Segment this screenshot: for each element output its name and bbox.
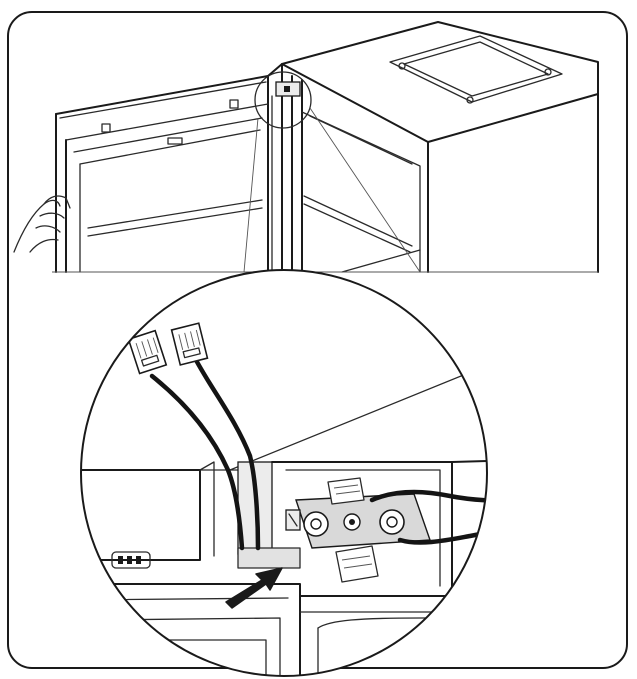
left-door	[55, 75, 269, 273]
detail-view	[81, 270, 487, 676]
wire-tag-lower	[335, 545, 379, 583]
top-hinge-plate	[389, 35, 563, 104]
wire-right-upper	[369, 489, 487, 504]
arrow-icon	[225, 567, 283, 609]
hand-icon	[13, 195, 71, 253]
cabinet-top-front-edge	[281, 63, 599, 143]
wire-right-lower	[397, 527, 487, 545]
wire-middle	[193, 357, 261, 551]
zoom-line-left	[243, 117, 259, 273]
zoom-line-right	[309, 107, 421, 273]
screw-3	[379, 509, 405, 535]
detail-circle-outline	[80, 269, 488, 677]
screw-1	[303, 511, 329, 537]
wire-tag-upper	[327, 477, 365, 505]
refrigerator-overview	[13, 21, 599, 273]
magnify-circle	[254, 71, 312, 129]
wire-connector-icon	[127, 322, 209, 375]
hinge-bracket	[285, 493, 431, 549]
door-handle-recess	[111, 551, 151, 569]
hinge-junction	[267, 63, 301, 273]
wire-left	[149, 373, 245, 551]
right-shelf	[303, 195, 413, 247]
screw-2	[343, 513, 361, 531]
cabinet-top-outline	[281, 21, 599, 273]
